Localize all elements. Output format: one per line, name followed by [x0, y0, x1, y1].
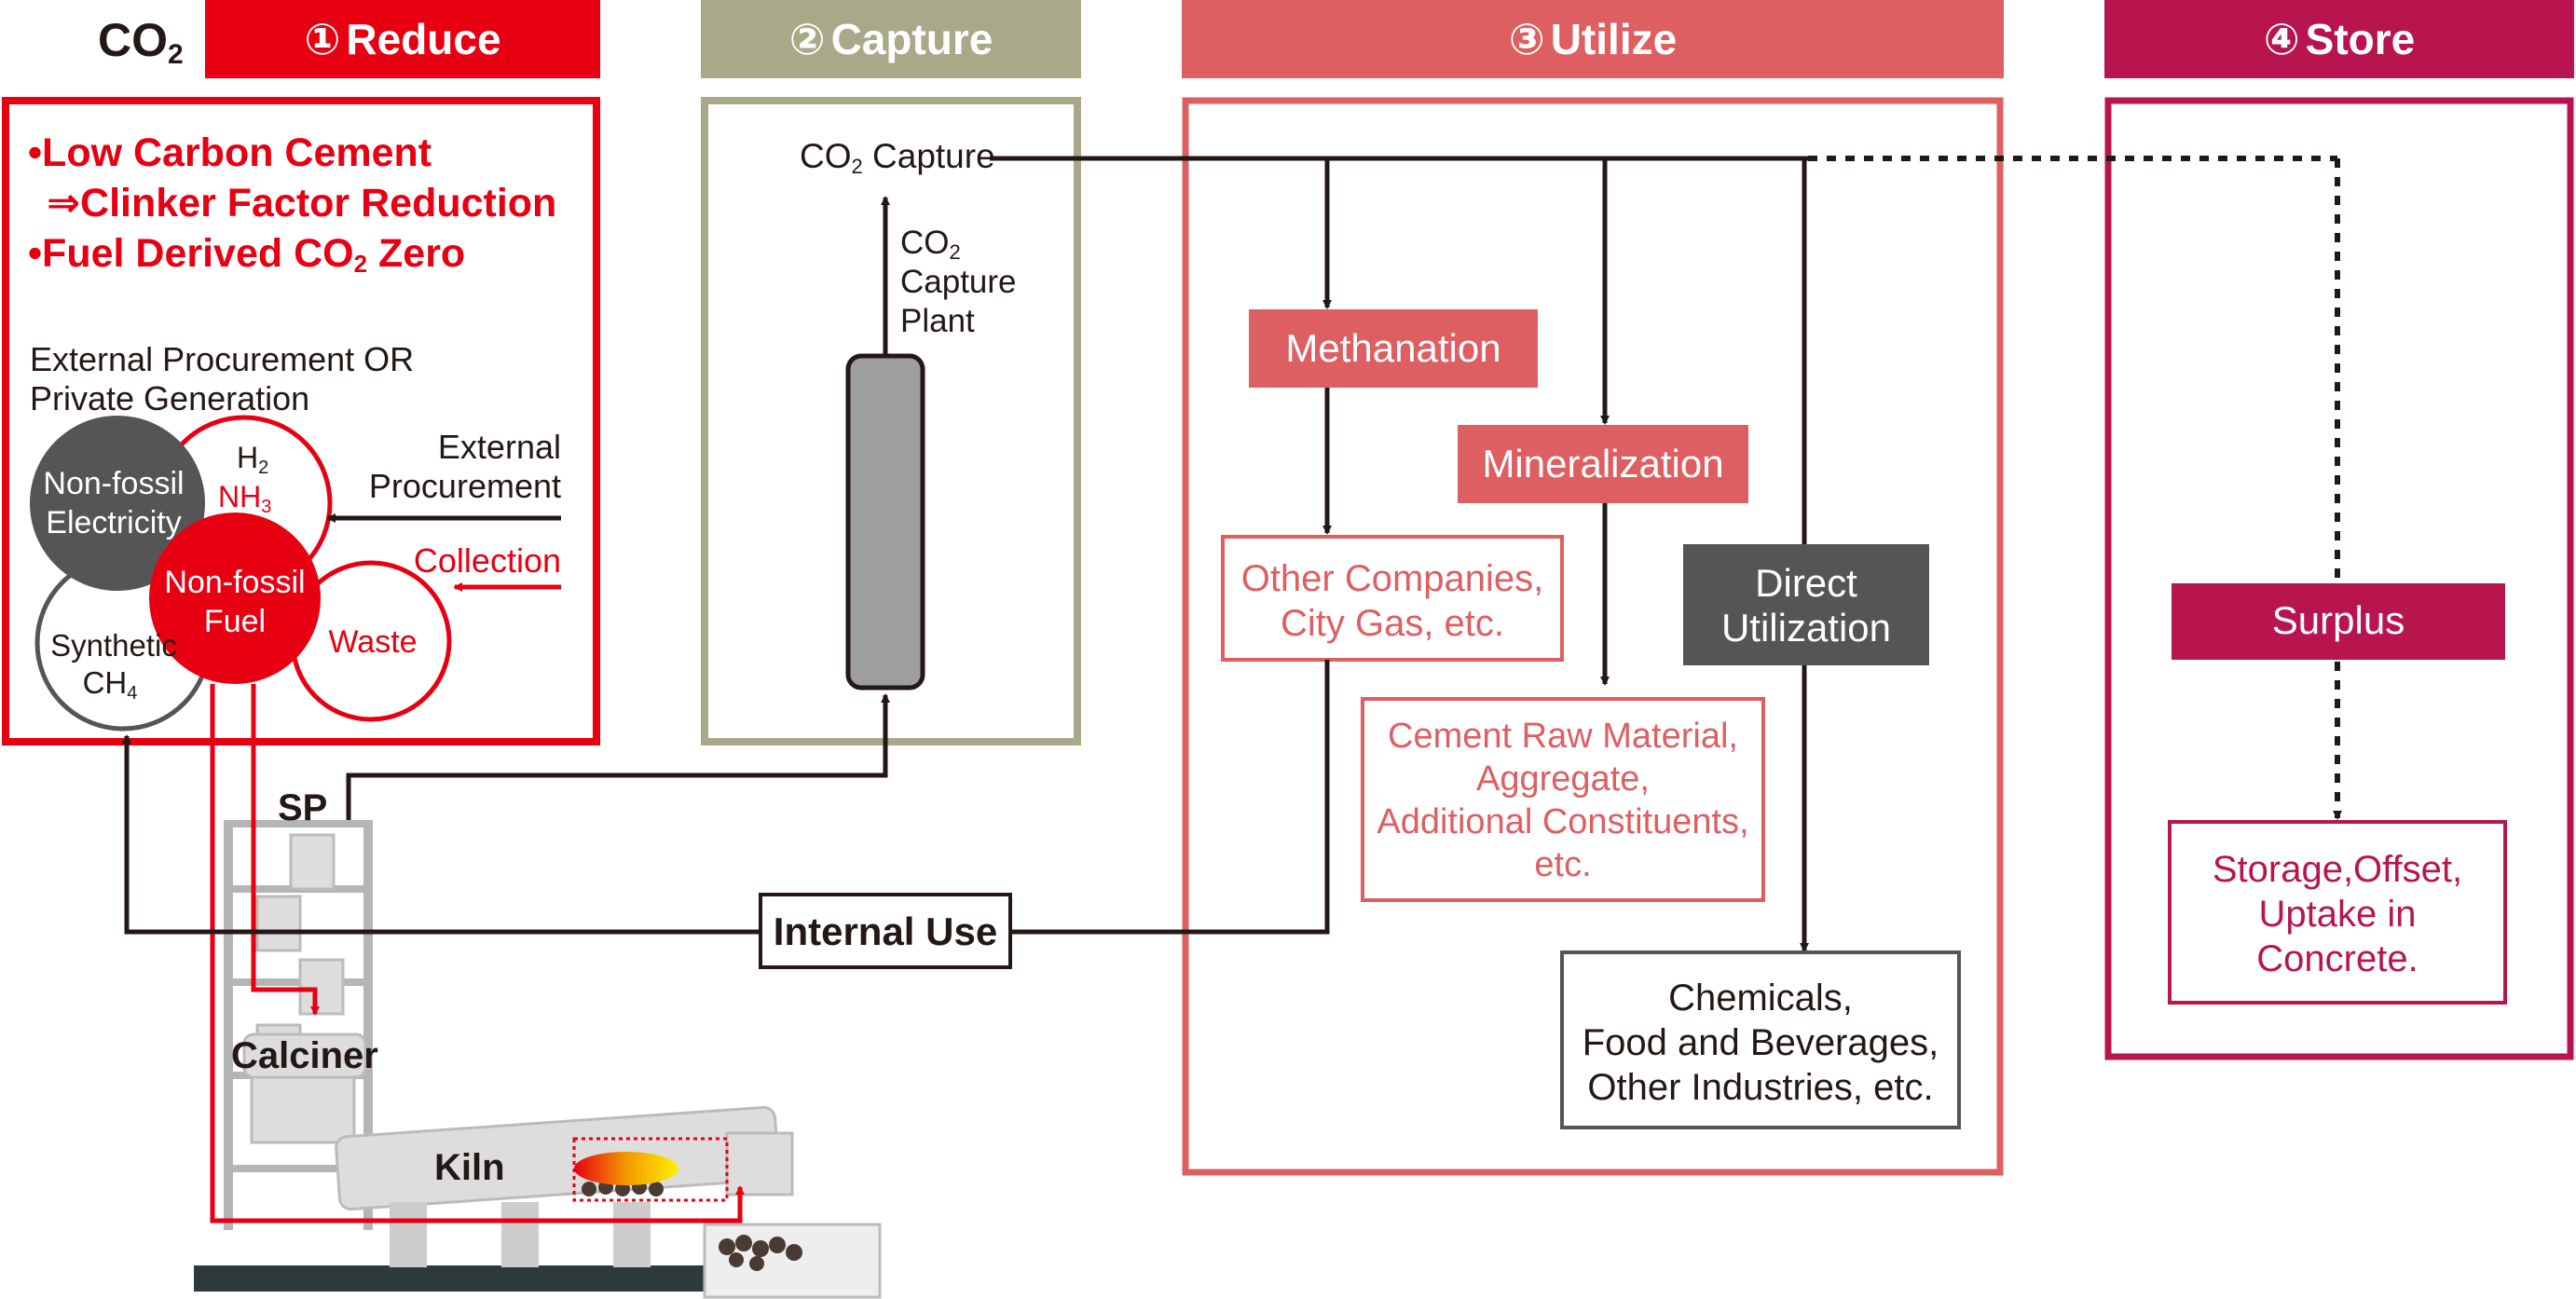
reduce-panel	[2, 97, 600, 745]
bullet-fuel-derived-co2: •Fuel Derived CO2 Zero	[28, 231, 465, 278]
sp-label: SP	[278, 787, 327, 828]
collection-label: Collection	[414, 541, 561, 580]
internal-use-line	[122, 660, 1330, 935]
storage-box	[2168, 820, 2507, 1005]
other-companies-box	[1221, 535, 1564, 662]
external-procurement-line1: External	[438, 428, 561, 466]
cyclone-1	[289, 833, 336, 891]
sp-tower-right-leg	[363, 820, 373, 1230]
utilize-header-bar	[1182, 0, 2004, 78]
capture-header-bar	[701, 0, 1081, 78]
methanation-box	[1249, 309, 1538, 388]
procurement-text-line1: External Procurement OR	[30, 340, 414, 378]
fuel-label-line2: Fuel	[204, 604, 266, 639]
external-procurement-line2: Procurement	[369, 467, 561, 505]
synthetic-label-line1: Synthetic	[50, 628, 177, 663]
storage-line2: Uptake in	[2259, 894, 2417, 935]
non-fossil-electricity-circle	[30, 416, 205, 591]
methanation-label: Methanation	[1285, 326, 1500, 370]
cement-raw-material-line1: Cement Raw Material,	[1388, 717, 1738, 756]
nh3-label: NH3	[218, 480, 271, 517]
h2-label: H2	[237, 441, 268, 478]
capture-plant-line1: CO2	[900, 225, 961, 264]
fuel-label-line1: Non-fossil	[164, 565, 305, 600]
fuel-to-calciner-line	[251, 684, 320, 1016]
sp-tower-frame	[224, 820, 371, 827]
chemicals-line2: Food and Beverages,	[1583, 1022, 1939, 1063]
fuel-to-kiln-line	[210, 684, 745, 1224]
store-panel	[2104, 97, 2574, 1060]
internal-use-box	[759, 893, 1012, 969]
other-companies-line2: City Gas, etc.	[1281, 603, 1504, 644]
burner-zone-outline	[572, 1137, 729, 1202]
ground-base	[194, 1265, 716, 1292]
waste-label: Waste	[328, 624, 417, 660]
cement-raw-material-line2: Aggregate,	[1476, 759, 1650, 799]
kiln-hood	[725, 1131, 794, 1196]
sp-tower-deck-2	[224, 978, 373, 986]
capture-tower	[845, 353, 925, 691]
utilize-panel	[1182, 97, 2004, 1176]
sp-tower-deck-4	[224, 1165, 373, 1172]
other-companies-line1: Other Companies,	[1241, 558, 1544, 599]
cement-raw-material-line3: Additional Constituents,	[1377, 802, 1748, 841]
co2-capture-label: CO2 Capture	[800, 137, 995, 178]
chemicals-line3: Other Industries, etc.	[1587, 1067, 1933, 1108]
clinker-pieces	[582, 1180, 802, 1271]
mineralization-box	[1458, 425, 1748, 503]
chemicals-line1: Chemicals,	[1668, 978, 1853, 1019]
reduce-header-bar	[205, 0, 600, 78]
direct-utilization-box	[1683, 544, 1929, 665]
cement-raw-material-line4: etc.	[1534, 845, 1591, 884]
store-header-bar	[2104, 0, 2574, 78]
kiln-drum	[335, 1105, 780, 1211]
surplus-box	[2172, 583, 2505, 660]
storage-line3: Concrete.	[2256, 938, 2418, 979]
non-fossil-fuel-circle	[149, 513, 321, 684]
direct-utilization-line1: Direct	[1755, 561, 1857, 605]
co2-heading: CO2	[98, 14, 184, 70]
cyclone-2	[255, 895, 302, 952]
mineralization-label: Mineralization	[1482, 442, 1723, 485]
storage-line1: Storage,Offset,	[2213, 849, 2462, 890]
capture-plant-line3: Plant	[900, 303, 975, 339]
calciner-label: Calciner	[231, 1035, 378, 1076]
cement-raw-material-box	[1361, 697, 1765, 902]
kiln-support-1	[390, 1202, 427, 1267]
direct-utilization-line2: Utilization	[1721, 606, 1891, 650]
electricity-label-line2: Electricity	[46, 505, 181, 540]
kiln-support-2	[501, 1202, 539, 1267]
chemicals-box	[1560, 950, 1961, 1129]
kiln-label: Kiln	[434, 1147, 505, 1188]
capture-plant-line2: Capture	[900, 264, 1017, 300]
bullet-low-carbon-cement: •Low Carbon Cement	[28, 130, 432, 175]
burner-flame	[574, 1152, 678, 1185]
reduce-bullets: •Low Carbon Cement ⇒Clinker Factor Reduc…	[28, 130, 556, 278]
sp-tower-left-leg	[224, 820, 233, 1230]
internal-use-label: Internal Use	[774, 909, 997, 953]
sp-to-capture-line	[346, 693, 890, 820]
electricity-label-line1: Non-fossil	[43, 466, 184, 501]
cyclone-3	[298, 958, 345, 1016]
synthetic-label-line2: CH4	[83, 665, 138, 704]
kiln-support-3	[613, 1202, 651, 1267]
bullet-clinker-factor: ⇒Clinker Factor Reduction	[47, 181, 556, 226]
capture-panel	[701, 97, 1081, 745]
surplus-label: Surplus	[2272, 598, 2405, 642]
cement-plant-illustration: SP Calciner Kiln	[194, 787, 882, 1299]
procurement-text-line2: Private Generation	[30, 379, 309, 417]
calciner-cone	[250, 1075, 356, 1144]
